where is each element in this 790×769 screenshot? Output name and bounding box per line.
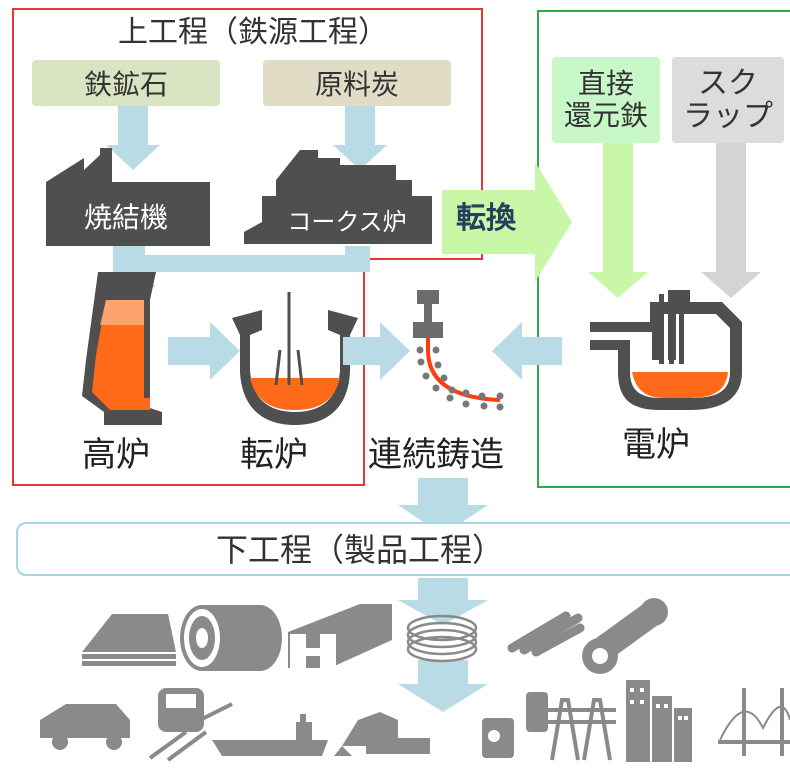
electric-furnace-label: 電炉	[622, 425, 690, 465]
downstream-title: 下工程（製品工程）	[216, 531, 505, 569]
scrap-label-line2: ラップ	[683, 99, 773, 134]
continuous-casting-label: 連続鋳造	[368, 435, 504, 475]
upstream-region-border	[12, 8, 483, 260]
coke-oven-label: コークス炉	[287, 207, 407, 236]
coking-coal-label: 原料炭	[263, 60, 451, 106]
converter-label: 転炉	[240, 435, 308, 475]
upstream-title: 上工程（鉄源工程）	[118, 15, 388, 50]
conversion-label: 転換	[456, 201, 516, 236]
iron-ore-label: 鉄鉱石	[32, 60, 220, 106]
dri-label: 直接 還元鉄	[552, 57, 660, 143]
dri-label-line1: 直接	[577, 66, 634, 100]
downstream-bar	[16, 522, 790, 576]
blast-furnace-label: 高炉	[82, 435, 150, 475]
dri-label-line2: 還元鉄	[563, 99, 648, 132]
upstream-region-border-lower	[12, 258, 365, 486]
sinter-machine-label: 焼結機	[83, 201, 168, 234]
scrap-label-line1: スク	[698, 66, 758, 101]
scrap-label: スク ラップ	[672, 57, 784, 143]
upstream-region-border-step	[363, 258, 483, 260]
